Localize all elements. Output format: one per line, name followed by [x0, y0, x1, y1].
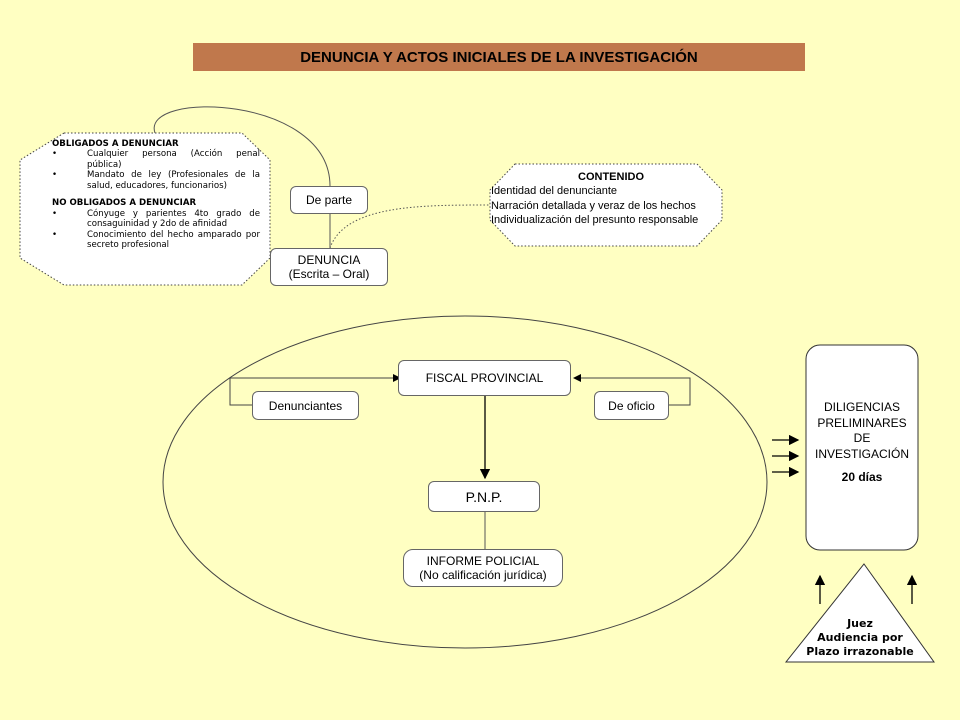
- no-obligados-item: Conocimiento del hecho amparado por secr…: [52, 230, 260, 251]
- de-parte-label: De parte: [305, 193, 353, 207]
- diligencias-line: DILIGENCIAS: [823, 400, 901, 414]
- no-obligados-item: Cónyuge y parientes 4to grado de consagu…: [52, 209, 260, 230]
- diligencias-line: INVESTIGACIÓN: [814, 446, 909, 461]
- juez-line: Juez: [847, 617, 873, 630]
- diligencias-line: DE: [853, 431, 871, 446]
- page-title: DENUNCIA Y ACTOS INICIALES DE LA INVESTI…: [300, 48, 698, 66]
- fiscal-box: FISCAL PROVINCIAL: [398, 360, 571, 396]
- juez-line: Audiencia por: [817, 630, 903, 644]
- diligencias-panel: DILIGENCIAS PRELIMINARES DE INVESTIGACIÓ…: [806, 400, 918, 486]
- no-obligados-list: Cónyuge y parientes 4to grado de consagu…: [52, 209, 260, 251]
- denunciantes-label: Denunciantes: [268, 398, 343, 413]
- de-oficio-label: De oficio: [608, 398, 655, 413]
- obligados-item: Cualquier persona (Acción penal pública): [52, 149, 260, 170]
- contenido-item: Individualización del presunto responsab…: [491, 213, 699, 226]
- contenido-octagon: [489, 163, 723, 247]
- de-parte-box: De parte: [290, 186, 368, 214]
- informe-label: INFORME POLICIAL: [426, 554, 540, 568]
- diligencias-line: PRELIMINARES: [817, 415, 907, 430]
- denunciantes-box: Denunciantes: [252, 391, 359, 420]
- fiscal-label: FISCAL PROVINCIAL: [425, 371, 544, 385]
- pnp-box: P.N.P.: [428, 481, 540, 512]
- contenido-panel: CONTENIDO Identidad del denunciante Narr…: [491, 170, 731, 227]
- denuncia-sublabel: (Escrita – Oral): [288, 267, 370, 281]
- obligados-panel: OBLIGADOS A DENUNCIAR Cualquier persona …: [52, 139, 260, 258]
- denuncia-to-contenido-curve: [329, 204, 491, 249]
- de-oficio-box: De oficio: [594, 391, 669, 420]
- contenido-item: Narración detallada y veraz de los hecho…: [491, 199, 696, 212]
- pnp-label: P.N.P.: [465, 488, 503, 505]
- juez-triangle: [784, 563, 935, 663]
- obligados-to-de-parte-curve: [153, 106, 331, 187]
- investigation-ellipse: [162, 315, 768, 649]
- de-oficio-loop: [573, 374, 691, 406]
- juez-line: Plazo irrazonable: [806, 644, 914, 658]
- diligencias-box: [805, 344, 919, 551]
- obligados-item: Mandato de ley (Profesionales de la salu…: [52, 170, 260, 191]
- contenido-item: Identidad del denunciante: [491, 185, 617, 198]
- informe-sublabel: (No calificación jurídica): [419, 568, 547, 582]
- contenido-heading: CONTENIDO: [578, 171, 644, 183]
- obligados-heading: OBLIGADOS A DENUNCIAR: [52, 139, 179, 149]
- denunciantes-loop: [229, 374, 401, 406]
- obligados-list: Cualquier persona (Acción penal pública)…: [52, 149, 260, 191]
- no-obligados-heading: NO OBLIGADOS A DENUNCIAR: [52, 198, 197, 209]
- juez-panel: Juez Audiencia por Plazo irrazonable: [790, 617, 930, 658]
- denuncia-label: DENUNCIA: [297, 253, 361, 267]
- denuncia-box: DENUNCIA (Escrita – Oral): [270, 248, 388, 286]
- diligencias-days: 20 días: [841, 470, 883, 485]
- informe-box: INFORME POLICIAL (No calificación jurídi…: [403, 549, 563, 587]
- title-bar: DENUNCIA Y ACTOS INICIALES DE LA INVESTI…: [193, 43, 805, 71]
